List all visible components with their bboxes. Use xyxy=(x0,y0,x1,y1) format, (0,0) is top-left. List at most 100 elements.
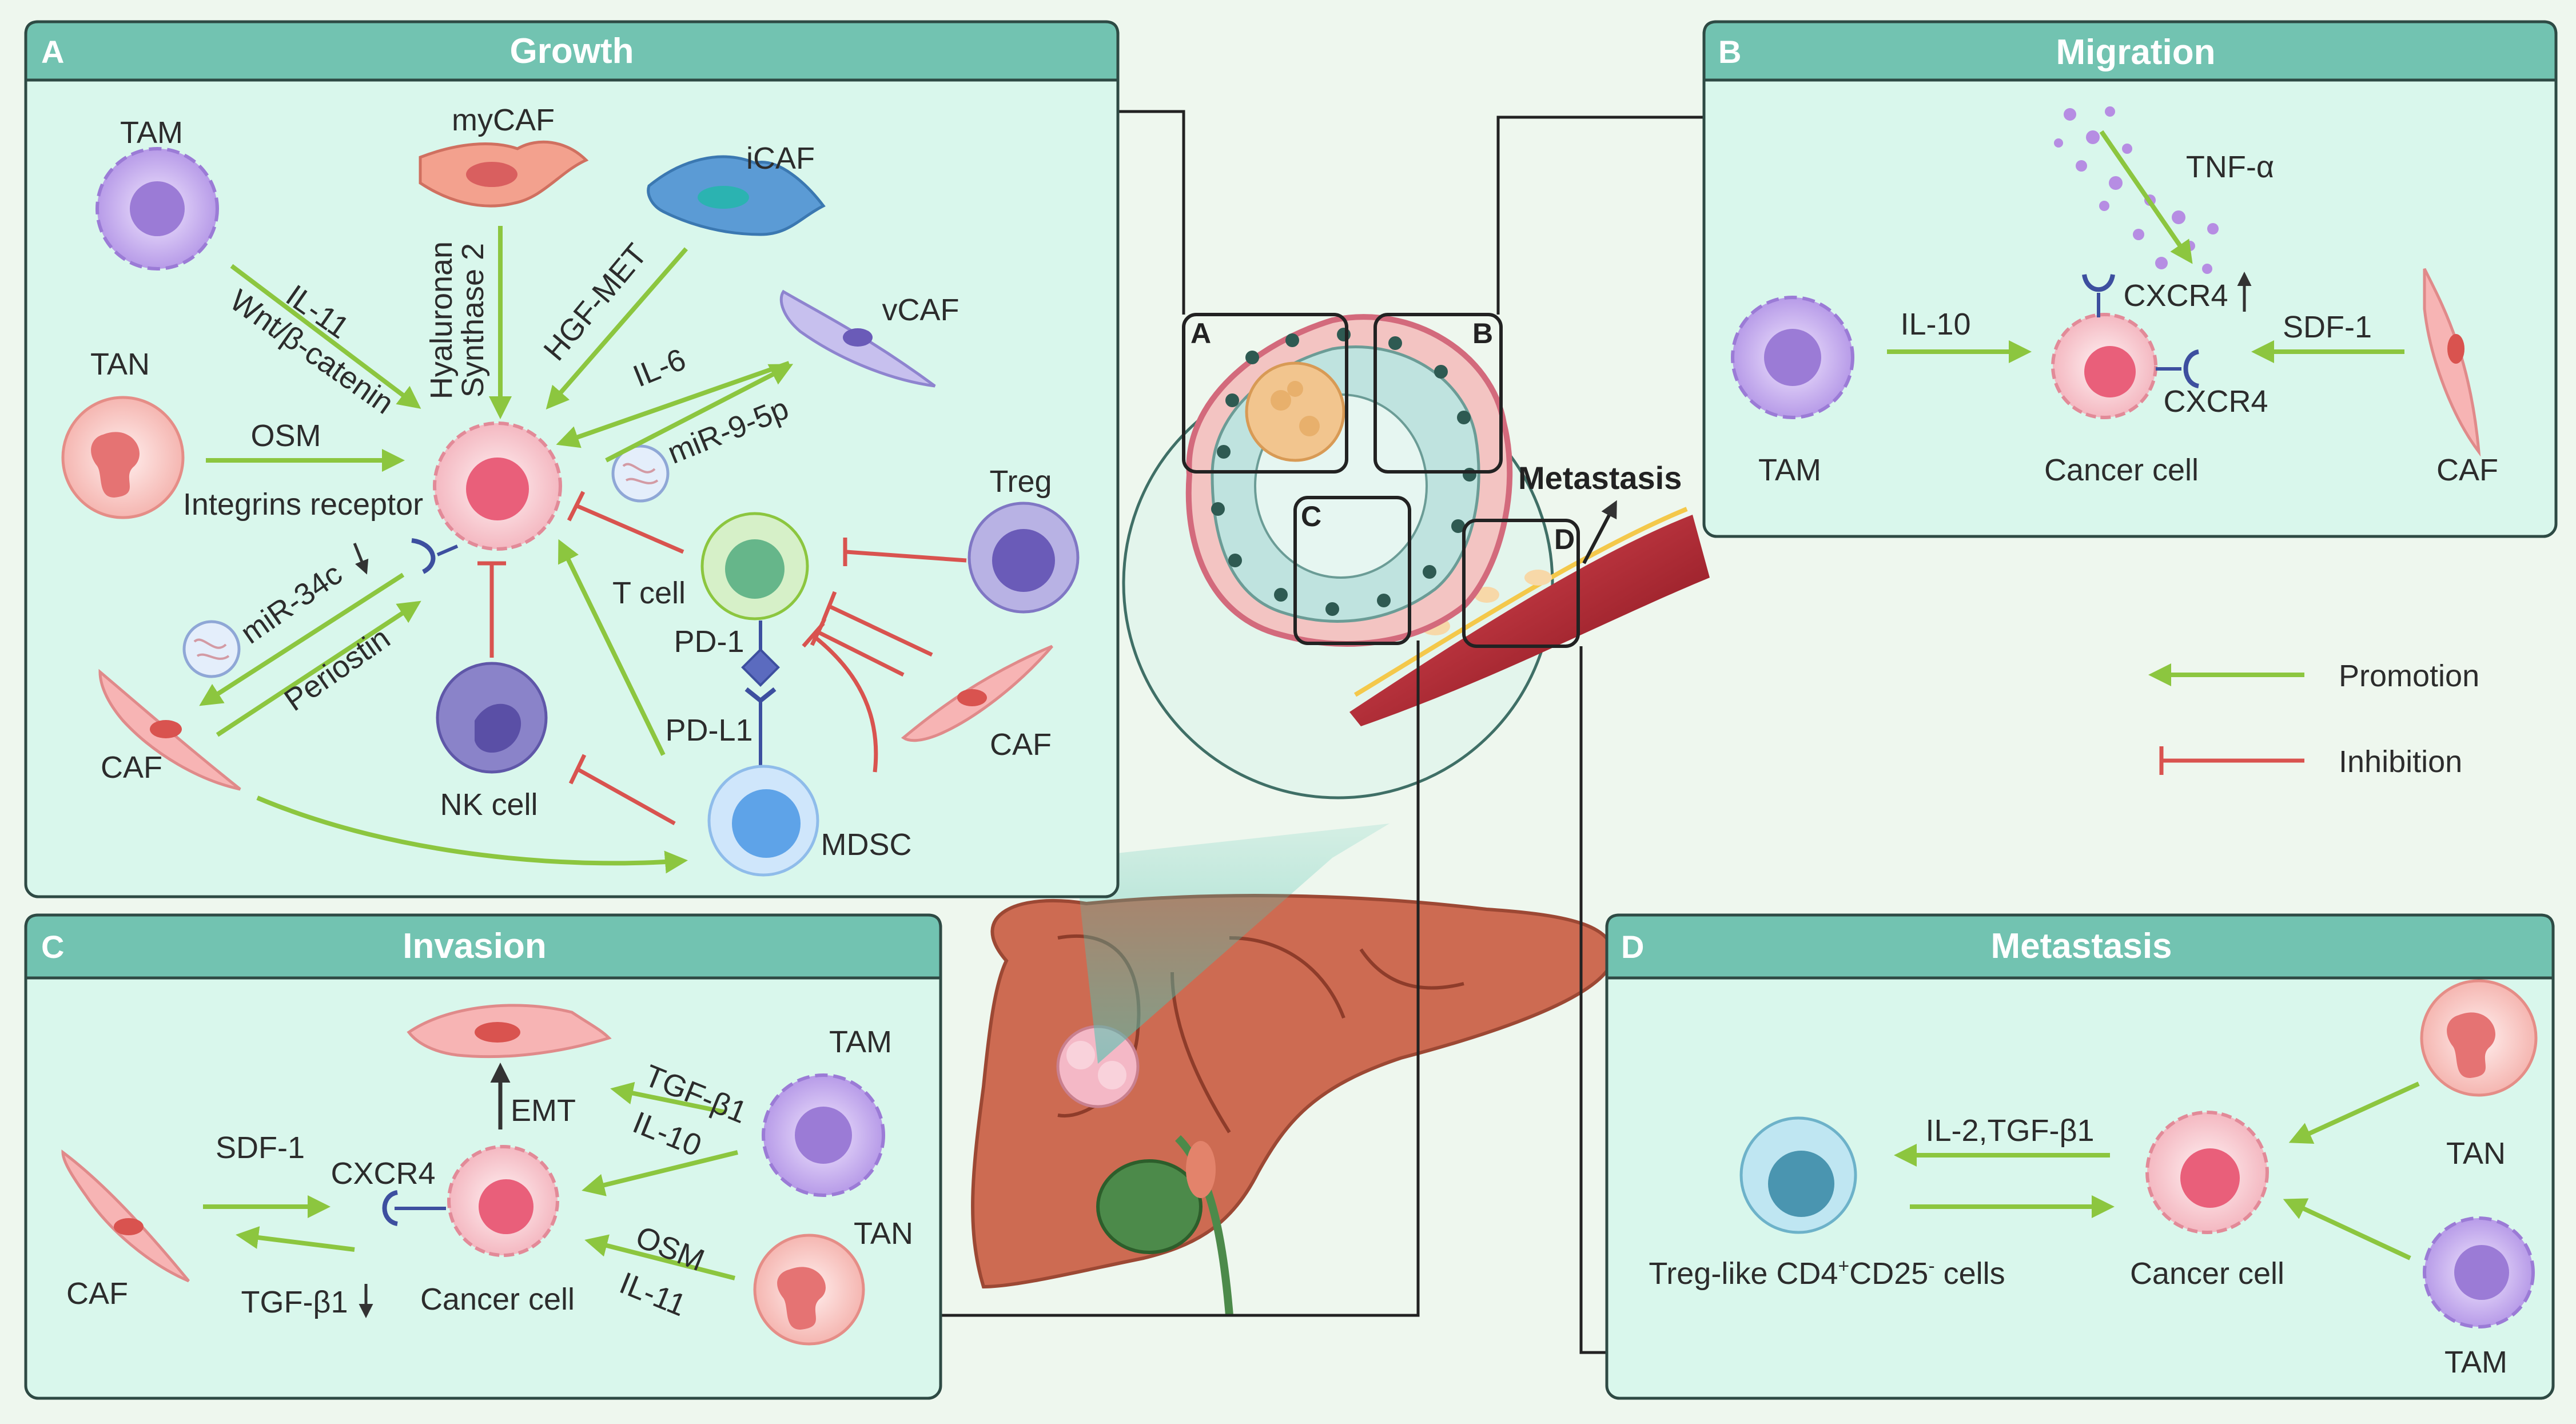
panel-a-title: Growth xyxy=(510,31,634,71)
liver-tumor-icon xyxy=(1056,1025,1140,1108)
cxcr4-top-receptor-icon xyxy=(2082,274,2115,317)
c-cancer-cell-label: Cancer cell xyxy=(420,1282,575,1316)
vcaf-label: vCAF xyxy=(882,293,959,327)
panel-b-letter: B xyxy=(1718,34,1741,70)
b-il10-label: IL-10 xyxy=(1900,307,1970,341)
t-cell-icon xyxy=(700,512,809,620)
caf-left-label: CAF xyxy=(101,750,162,785)
pd1-label: PD-1 xyxy=(674,625,744,659)
c-tam-label: TAM xyxy=(829,1025,892,1059)
osm-label: OSM xyxy=(250,419,321,453)
b-sdf1-label: SDF-1 xyxy=(2283,310,2372,344)
legend-inhibition-label: Inhibition xyxy=(2339,745,2462,779)
tam-cell-icon xyxy=(762,1073,885,1197)
b-tam-label: TAM xyxy=(1758,453,1821,487)
cross-section-box-c xyxy=(1293,496,1411,645)
panel-metastasis: D Metastasis Treg-like CD4+CD25- cells C… xyxy=(1605,913,2555,1400)
d-tan-label: TAN xyxy=(2446,1136,2506,1171)
cancer-cell-icon xyxy=(447,1145,559,1257)
legend: Promotion Inhibition xyxy=(2148,659,2479,779)
cross-section-box-d xyxy=(1462,519,1580,648)
cross-section-box-a xyxy=(1182,313,1348,474)
metastasis-label: Metastasis xyxy=(1518,460,1682,496)
caf-left-cell-icon xyxy=(98,669,241,791)
panel-migration: B Migration TNF-α TAM Cancer cell CXCR4 xyxy=(1702,20,2558,538)
panel-d-letter: D xyxy=(1621,929,1644,965)
treg-like-label: Treg-like CD4+CD25- cells xyxy=(1649,1255,2005,1291)
emt-label: EMT xyxy=(511,1093,576,1128)
vcaf-cell-icon xyxy=(779,289,936,388)
growth-promotion-arrows xyxy=(199,226,794,874)
cancer-cell-icon xyxy=(2051,313,2157,419)
synthase-label: Synthase 2 xyxy=(456,243,490,397)
box-a-label: A xyxy=(1191,317,1211,349)
tam-cell-icon xyxy=(2423,1216,2535,1328)
cxcr4-top-label: CXCR4 xyxy=(2123,279,2228,313)
d-il2-tgfb1-label: IL-2,TGF-β1 xyxy=(1925,1113,2094,1148)
mycaf-cell-icon xyxy=(419,140,589,208)
mdsc-cell-icon xyxy=(707,765,819,877)
zoom-beam xyxy=(1075,824,1389,1064)
legend-promotion-label: Promotion xyxy=(2339,659,2479,693)
tan-cell-icon xyxy=(2420,979,2538,1097)
treg-cell-icon xyxy=(968,502,1080,614)
c-tan-label: TAN xyxy=(854,1216,913,1251)
mycaf-label: myCAF xyxy=(452,103,555,137)
icaf-cell-icon xyxy=(647,155,826,236)
tan-cell-icon xyxy=(61,396,185,519)
panel-c-letter: C xyxy=(41,929,64,965)
panel-growth: A Growth TAM myCAF iCAF vCAF TAN xyxy=(24,20,1120,898)
tumor-cross-section-icon: A B C D Metastasis xyxy=(1122,313,1710,799)
b-cancer-cell-label: Cancer cell xyxy=(2044,453,2199,487)
caf-cell-icon xyxy=(2423,268,2481,457)
pdl1-label: PD-L1 xyxy=(665,713,753,747)
b-caf-label: CAF xyxy=(2436,453,2498,487)
cancer-cell-icon xyxy=(2145,1111,2269,1234)
treg-like-cell-icon xyxy=(1739,1116,1857,1234)
panel-c-title: Invasion xyxy=(403,926,547,966)
d-cancer-cell-label: Cancer cell xyxy=(2130,1256,2284,1291)
cxcr4-right-receptor-icon xyxy=(2156,349,2200,388)
pdl1-ligand-icon xyxy=(744,687,777,769)
exosome-icon xyxy=(611,444,670,503)
nk-cell-label: NK cell xyxy=(440,787,538,822)
c-cxcr4-label: CXCR4 xyxy=(331,1156,435,1191)
down-arrow-icon xyxy=(353,543,369,575)
integrins-label: Integrins receptor xyxy=(183,487,423,522)
c-sdf1-label: SDF-1 xyxy=(216,1131,305,1165)
tam-label: TAM xyxy=(120,116,183,150)
caf-right-label: CAF xyxy=(990,727,1052,762)
panel-invasion: C Invasion EMT Cancer cell CXCR4 TAM TAN xyxy=(24,913,942,1400)
cxcr4-receptor-icon xyxy=(382,1190,446,1226)
box-b-label: B xyxy=(1472,317,1493,349)
tam-cell-icon xyxy=(1731,296,1854,419)
tumor-mass xyxy=(1245,361,1345,462)
mdsc-label: MDSC xyxy=(821,828,912,862)
center-illustration: A B C D Metastasis xyxy=(901,104,1738,1361)
t-cell-label: T cell xyxy=(612,576,686,610)
panel-b-title: Migration xyxy=(2056,33,2216,72)
cancer-cell-icon xyxy=(433,421,562,551)
liver-icon xyxy=(971,894,1615,1316)
panel-d-title: Metastasis xyxy=(1990,926,2172,966)
icaf-label: iCAF xyxy=(746,141,815,176)
nk-cell-icon xyxy=(436,662,548,774)
c-caf-label: CAF xyxy=(66,1276,128,1311)
caf-right-cell-icon xyxy=(901,645,1053,742)
blood-vessel xyxy=(1349,515,1710,726)
box-d-label: D xyxy=(1554,523,1575,555)
growth-inhibition-lines xyxy=(477,491,967,826)
d-tam-label: TAM xyxy=(2444,1345,2507,1379)
tam-cell-icon xyxy=(95,147,219,271)
integrins-receptor-icon xyxy=(411,538,459,574)
caf-cell-icon xyxy=(61,1149,190,1283)
pd1-receptor-icon xyxy=(741,620,780,687)
box-c-label: C xyxy=(1301,500,1321,532)
hyaluronan-label: Hyaluronan xyxy=(424,241,459,399)
tan-cell-icon xyxy=(753,1234,865,1346)
treg-label: Treg xyxy=(989,464,1052,499)
cxcr4-right-label: CXCR4 xyxy=(2163,384,2268,419)
c-tgfb1-down-label: TGF-β1 xyxy=(241,1285,348,1319)
cross-section-box-b xyxy=(1373,313,1503,474)
